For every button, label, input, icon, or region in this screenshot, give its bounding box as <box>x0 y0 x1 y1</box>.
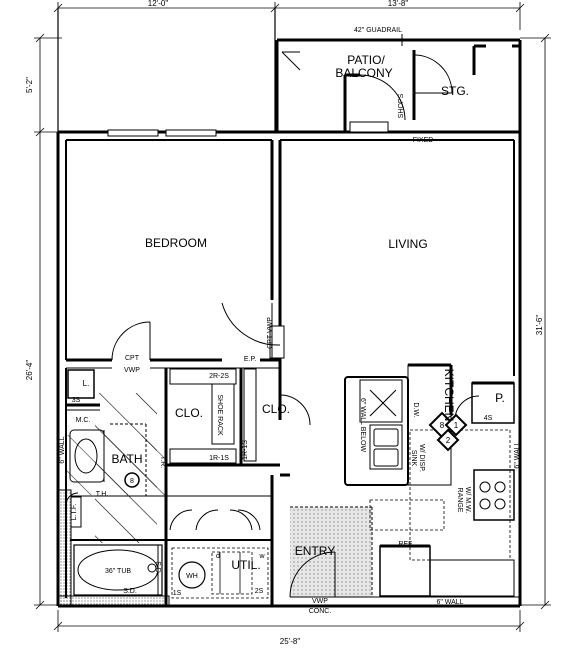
label-patio-1: PATIO/ <box>347 53 385 67</box>
note-num-8b: 8 <box>130 478 134 485</box>
note-tub: 36" TUB <box>105 568 131 575</box>
note-mc: M.C. <box>76 417 91 424</box>
note-d: d <box>216 553 220 560</box>
note-sd2: S.D. <box>154 561 161 575</box>
bath-hatch-2 <box>66 435 166 495</box>
kitchen-symbols <box>124 411 468 573</box>
note-wmw: W/ M.W. <box>464 487 471 513</box>
dimension-lines <box>34 2 551 632</box>
note-cpt: CPT <box>125 355 140 362</box>
note-num-1: 1 <box>454 421 459 430</box>
label-living: LIVING <box>388 237 427 251</box>
note-num-8: 8 <box>440 421 445 430</box>
note-dw: D.W. <box>412 402 419 417</box>
walls <box>56 8 522 608</box>
note-cpt-vwp: CPT VWP <box>267 317 274 349</box>
windows <box>107 121 389 359</box>
note-wall6-bottom: 6" WALL <box>436 599 463 606</box>
dim-right: 31'-6" <box>535 315 544 336</box>
note-2s: 2S <box>255 588 264 595</box>
note-1s: 1S <box>173 590 182 597</box>
note-1r1s-vert: 1R-1S <box>242 440 249 460</box>
note-vwp: VWP <box>124 367 140 374</box>
label-entry: ENTRY <box>295 544 335 558</box>
label-patio-2: BALCONY <box>335 66 392 80</box>
note-guardrail: 42" GUADRAIL <box>354 27 402 34</box>
note-vwp-conc-2: CONC. <box>309 608 332 615</box>
note-fixed: FIXED <box>413 137 434 144</box>
dim-top-left: 12'-0" <box>148 0 169 8</box>
note-range: RANGE <box>456 488 463 513</box>
label-kitchen: KITCHEN <box>442 369 456 422</box>
note-wall6-right: 6" WALL <box>514 441 521 468</box>
dim-left-lower: 26'-4" <box>25 360 34 381</box>
dim-left-upper: 5'-2" <box>25 77 34 93</box>
note-wall6-left: 6" WALL <box>59 436 66 463</box>
label-bedroom: BEDROOM <box>145 236 207 250</box>
note-ref: REF. <box>398 541 413 548</box>
label-closet-left: CLO. <box>175 406 203 420</box>
doors <box>65 51 480 598</box>
note-ltf: L.T.F. <box>71 504 78 521</box>
note-sd: S.D. <box>123 588 137 595</box>
label-bath: BATH <box>111 452 142 466</box>
note-1r1s: 1R-1S <box>209 455 229 462</box>
note-4s: 4S <box>484 415 493 422</box>
note-shops: SHOPS <box>398 93 405 118</box>
note-shoe-rack: SHOE RACK <box>216 394 223 436</box>
note-th: T.H. <box>96 491 109 498</box>
note-wall6-below: 6" WALL BELOW <box>359 398 366 452</box>
note-2r2s: 2R-2S <box>209 373 229 380</box>
note-wdisp: W/ DISP. <box>418 444 425 472</box>
dim-bottom: 25'-8" <box>280 637 301 646</box>
note-tr: T.R. <box>159 456 166 469</box>
note-3s: 3S <box>72 397 81 404</box>
label-closet-right: CLO. <box>262 402 290 416</box>
note-linen: L. <box>83 379 90 388</box>
note-ep: E.P. <box>244 356 256 363</box>
note-w: w <box>258 553 265 560</box>
note-vwp-conc-1: VWP <box>312 598 328 605</box>
note-sink: SINK <box>410 450 417 467</box>
dim-top-right: 13'-8" <box>388 0 409 8</box>
label-storage: STG. <box>441 84 469 98</box>
note-wh: WH <box>186 573 198 580</box>
note-num-2: 2 <box>446 436 451 445</box>
label-util: UTIL. <box>231 558 260 572</box>
label-pantry: P. <box>495 391 505 405</box>
